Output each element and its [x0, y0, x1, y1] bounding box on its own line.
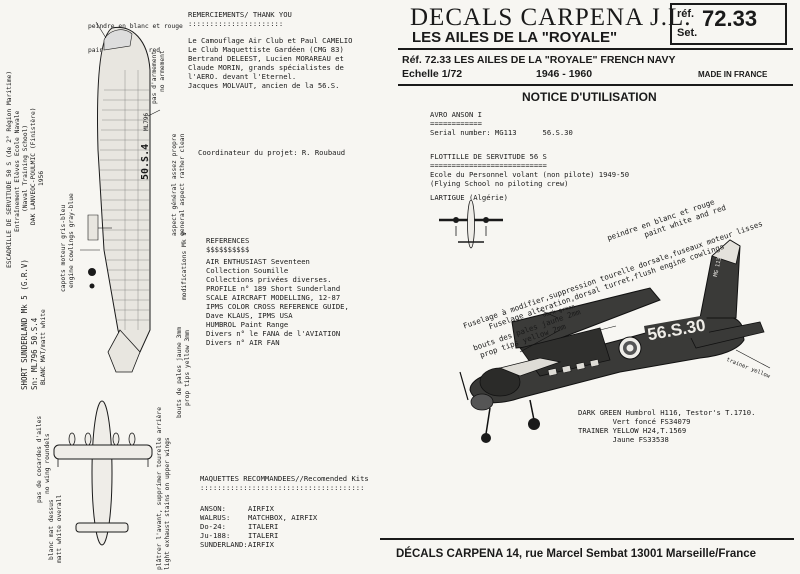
project-coordinator: Coordinateur du projet: R. Roubaud — [198, 148, 346, 157]
sunderland-plan-view — [53, 400, 153, 546]
made-in-label: MADE IN FRANCE — [698, 70, 768, 79]
reference-line: SCALE AIRCRAFT MODELLING, 12-87 — [206, 293, 341, 302]
header-subtitle: LES AILES DE LA "ROYALE" — [412, 29, 618, 46]
references-title: REFERENCES — [206, 236, 250, 245]
kit-name: ANSON: — [200, 504, 226, 513]
footer-address: DÉCALS CARPENA 14, rue Marcel Sembat 130… — [396, 548, 757, 560]
set-label: Set. — [677, 27, 698, 39]
thanks-line: Jacques MOLVAUT, ancien de la 56.S. — [188, 81, 340, 90]
ref-label: réf. — [677, 8, 695, 20]
brand-title: DECALS CARPENA J.L. — [410, 4, 692, 31]
references-block: REFERENCES $$$$$$$$$$ AIR ENTHUSIAST Sev… — [206, 236, 386, 347]
thanks-underline: :::::::::::::::::::::: — [188, 19, 284, 28]
anson-underline: ============ — [430, 119, 482, 128]
reference-line: Collections privées diverses. — [206, 275, 332, 284]
colour-line: TRAINER YELLOW H24,T.1569 — [578, 426, 687, 435]
reference-line: AIR ENTHUSIAST Seventeen — [206, 257, 310, 266]
sunderland-side-view — [80, 21, 161, 373]
reference-line: Collection Soumille — [206, 266, 289, 275]
reference-line: Divers n° AIR FAN — [206, 338, 280, 347]
anson-info: AVRO ANSON I ============ Serial number:… — [430, 110, 629, 202]
thanks-line: Le Camouflage Air Club et Paul CAMELIO — [188, 36, 353, 45]
header-divider — [398, 48, 793, 50]
kit-row: WALRUS: MATCHBOX, AIRFIX — [200, 513, 390, 522]
kit-row: SUNDERLAND: AIRFIX — [200, 540, 390, 549]
anson-unit: FLOTTILLE DE SERVITUDE 56 S — [430, 152, 547, 161]
kit-maker: MATCHBOX, AIRFIX — [248, 513, 318, 522]
colour-line: DARK GREEN Humbrol H116, Testor's T.1710… — [578, 408, 756, 417]
anson-unit-underline: =========================== — [430, 161, 547, 170]
references-underline: $$$$$$$$$$ — [206, 245, 250, 254]
anson-school-en: (Flying School no piloting crew) — [430, 179, 569, 188]
thanks-line: Claude MORIN, grands spécialistes de — [188, 63, 344, 72]
kit-maker: ITALERI — [248, 531, 279, 540]
reference-line: Divers n° le FANA de l'AVIATION — [206, 329, 341, 338]
ref-box: réf. 72.33 Set. — [670, 3, 787, 45]
notice-title: NOTICE D'UTILISATION — [522, 90, 657, 104]
colour-line: Vert foncé FS34079 — [578, 417, 691, 426]
reference-line: HUMBROL Paint Range — [206, 320, 289, 329]
kit-maker: AIRFIX — [248, 540, 274, 549]
kits-underline: :::::::::::::::::::::::::::::::::::::: — [200, 483, 365, 492]
years-label: 1946 - 1960 — [536, 68, 593, 80]
kit-name: Do-24: — [200, 522, 226, 531]
kit-maker: AIRFIX — [248, 504, 274, 513]
kit-maker: ITALERI — [248, 522, 279, 531]
thanks-block: REMERCIEMENTS/ THANK YOU :::::::::::::::… — [188, 10, 388, 90]
thanks-line: Le Club Maquettiste Gardéen (CMG 83) — [188, 45, 344, 54]
kits-title: MAQUETTES RECOMMANDEES//Recomended Kits — [200, 474, 369, 483]
kit-name: WALRUS: — [200, 513, 231, 522]
reference-line: Dave KLAUS, IPMS USA — [206, 311, 293, 320]
anson-title: AVRO ANSON I — [430, 110, 482, 119]
kit-row: ANSON: AIRFIX — [200, 504, 390, 513]
thanks-line: l'AERO. devant l'Eternel. — [188, 72, 297, 81]
kit-name: SUNDERLAND: — [200, 540, 248, 549]
kit-row: Ju-188: ITALERI — [200, 531, 390, 540]
recommended-kits-block: MAQUETTES RECOMMANDEES//Recomended Kits … — [200, 474, 390, 549]
thanks-line: Bertrand DELEEST, Lucien MORAREAU et — [188, 54, 344, 63]
header-divider-2 — [398, 84, 793, 86]
sunderland-nose-note-fr: peindre en blanc et rouge — [88, 23, 183, 30]
ref-line: Réf. 72.33 LES AILES DE LA "ROYALE" FREN… — [402, 54, 676, 66]
kit-name: Ju-188: — [200, 531, 231, 540]
reference-line: IPMS COLOR CROSS REFERENCE GUIDE, — [206, 302, 349, 311]
kit-row: Do-24: ITALERI — [200, 522, 390, 531]
ref-number: 72.33 — [702, 6, 758, 31]
footer-divider — [380, 538, 794, 540]
reference-line: PROFILE n° 189 Short Sunderland — [206, 284, 341, 293]
anson-base: LARTIGUE (Algérie) — [430, 193, 508, 202]
scale-label: Echelle 1/72 — [402, 68, 463, 80]
anson-serial: Serial number: MG113 56.S.30 — [430, 128, 573, 137]
colour-line: Jaune FS33538 — [578, 435, 669, 444]
anson-school: Ecole du Personnel volant (non pilote) 1… — [430, 170, 630, 179]
thanks-title: REMERCIEMENTS/ THANK YOU — [188, 10, 292, 19]
anson-plan-view — [439, 199, 503, 249]
anson-colours: DARK GREEN Humbrol H116, Testor's T.1710… — [578, 408, 755, 444]
